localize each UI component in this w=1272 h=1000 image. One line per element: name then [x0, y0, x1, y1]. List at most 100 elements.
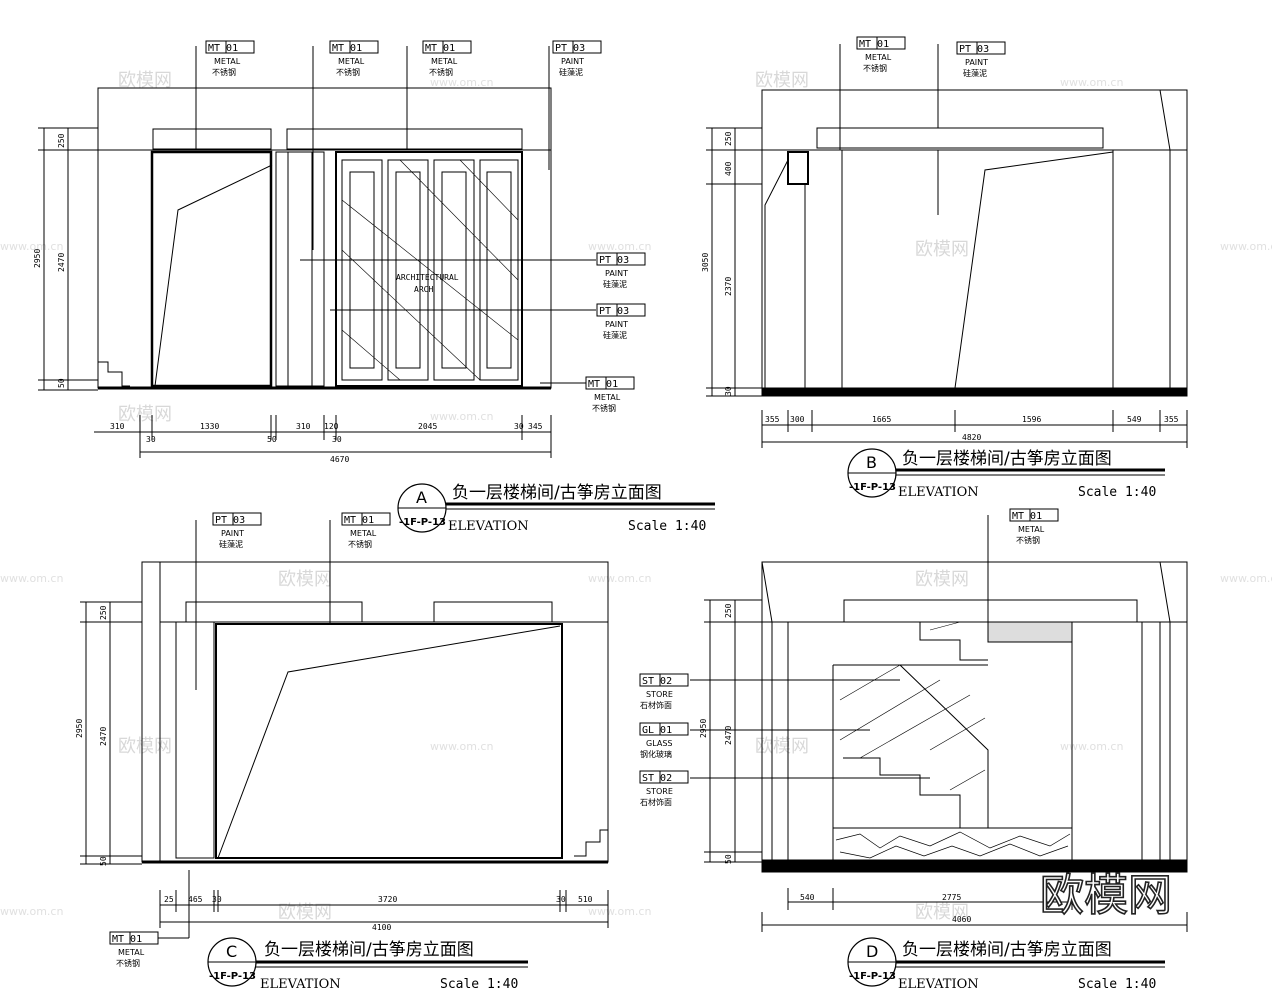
drawing-title: 负一层楼梯间/古筝房立面图	[452, 483, 662, 503]
watermark-layer: 欧模网 www.om.cn 欧模网 www.om.cn 欧模网 www.om.c…	[0, 70, 1272, 923]
stone-column	[275, 151, 325, 387]
elevation-d	[690, 515, 1188, 932]
tag-material: PAINT	[605, 320, 628, 329]
brand-logo: 欧模网	[1040, 870, 1172, 921]
ceiling-trim	[152, 128, 272, 150]
dim-label: 30	[556, 895, 566, 904]
dim-label: 30	[146, 435, 156, 444]
watermark-url: www.om.cn	[1060, 740, 1123, 753]
watermark-brand: 欧模网	[278, 902, 332, 923]
material-tag: PT 03 PAINT 硅藻泥	[596, 252, 646, 289]
watermark-url: www.om.cn	[588, 572, 651, 585]
dim-label: 250	[724, 603, 733, 618]
dim-label: 2470	[724, 726, 733, 745]
watermark-url: www.om.cn	[1060, 76, 1123, 89]
tag-material: METAL	[338, 57, 365, 66]
elevation-label: ELEVATION	[260, 977, 341, 992]
dim-label: 2045	[418, 422, 437, 431]
material-tag: MT 01 METAL 不锈钢	[341, 512, 391, 549]
glass-hatch	[341, 249, 481, 381]
skirting-step	[98, 361, 130, 387]
elevation-c-text: 25 465 30 3720 30 510 4100 250 2470 50 2…	[75, 605, 593, 932]
screen-inner	[349, 171, 375, 369]
sheet-ref: -1F-P-13	[849, 482, 896, 493]
tag-material: PAINT	[221, 529, 244, 538]
watermark-brand: 欧模网	[118, 404, 172, 425]
title-block-d: D -1F-P-13 负一层楼梯间/古筝房立面图 ELEVATION Scale…	[847, 937, 1165, 992]
watermark-url: www.om.cn	[430, 740, 493, 753]
tag-material-cn: 硅藻泥	[559, 67, 583, 77]
dim-label: 50	[99, 856, 108, 866]
tag-code: MT 01	[859, 39, 889, 50]
elevation-label: ELEVATION	[898, 485, 979, 500]
scale-label: Scale 1:40	[440, 977, 518, 992]
dim-total: 2950	[33, 249, 42, 268]
glass-hatch	[839, 679, 941, 741]
watermark-brand: 欧模网	[755, 736, 809, 757]
tag-code: MT 01	[425, 43, 455, 54]
dim-label: 540	[800, 893, 815, 902]
watermark-url: www.om.cn	[588, 240, 651, 253]
elevation-c	[80, 520, 609, 939]
tag-material-cn: 不锈钢	[429, 67, 453, 77]
stone-vein	[839, 843, 1069, 859]
stone-band	[832, 827, 1073, 861]
dim-total: 4670	[330, 455, 349, 464]
dim-label: 25	[164, 895, 174, 904]
dim-label: 549	[1127, 415, 1142, 424]
elevation-label: ELEVATION	[898, 977, 979, 992]
material-tag: MT 01 METAL 不锈钢	[329, 40, 379, 77]
bubble-letter: C	[226, 942, 237, 961]
tag-material: METAL	[214, 57, 241, 66]
tag-material-cn: 不锈钢	[116, 958, 140, 968]
screen-panel	[479, 159, 519, 381]
tag-code: MT 01	[1012, 511, 1042, 522]
tag-material: PAINT	[605, 269, 628, 278]
watermark-url: www.om.cn	[0, 240, 63, 253]
dim-total: 3050	[701, 253, 710, 272]
drawing-title: 负一层楼梯间/古筝房立面图	[902, 449, 1112, 469]
elevation-a: ARCHITECTURAL ARCH	[38, 46, 596, 458]
material-tag: MT 01 METAL 不锈钢	[422, 40, 472, 77]
stone-column	[1071, 621, 1143, 861]
tag-material: STORE	[646, 787, 673, 796]
tag-material: GLASS	[646, 739, 672, 748]
dim-label: 30	[332, 435, 342, 444]
tag-material-cn: 钢化玻璃	[640, 749, 672, 759]
watermark-url: www.om.cn	[1220, 240, 1272, 253]
material-tag: ST 02 STORE 石材饰面	[639, 673, 689, 710]
dim-label: 50	[724, 854, 733, 864]
tag-code: MT 01	[588, 379, 618, 390]
tag-material: METAL	[118, 948, 145, 957]
tag-material-cn: 硅藻泥	[603, 279, 627, 289]
scale-label: Scale 1:40	[628, 519, 706, 534]
title-block-b: B -1F-P-13 负一层楼梯间/古筝房立面图 ELEVATION Scale…	[847, 448, 1165, 500]
watermark-brand: 欧模网	[915, 569, 969, 590]
elevation-b-text: 355 300 1665 1596 549 355 4820 250 400 2…	[701, 131, 1179, 442]
watermark-url: www.om.cn	[1220, 572, 1272, 585]
material-tag: MT 01 METAL 不锈钢	[109, 931, 159, 968]
ceiling-trim	[433, 601, 553, 623]
tag-material: METAL	[865, 53, 892, 62]
stair-profile	[919, 622, 988, 661]
glass-hatch	[929, 621, 961, 631]
dim-total: 4060	[952, 915, 971, 924]
skirting-step	[574, 829, 608, 857]
tag-code: MT 01	[344, 515, 374, 526]
tag-material: STORE	[646, 690, 673, 699]
glass-hatch	[839, 664, 901, 701]
elevation-label: ELEVATION	[448, 519, 529, 534]
tag-material-cn: 石材饰面	[640, 797, 672, 807]
tag-material: METAL	[431, 57, 458, 66]
wall-outline	[141, 561, 609, 863]
dim-total: 2950	[699, 719, 708, 738]
ceiling-trim	[286, 128, 523, 150]
dim-label: 30	[514, 422, 524, 431]
dim-label: 400	[724, 161, 733, 176]
material-tag: MT 01 METAL 不锈钢	[585, 376, 635, 413]
door-panel	[215, 623, 563, 859]
dim-label: 510	[578, 895, 593, 904]
stair-profile	[899, 664, 989, 828]
material-tag: GL 01 GLASS 钢化玻璃	[639, 722, 689, 759]
